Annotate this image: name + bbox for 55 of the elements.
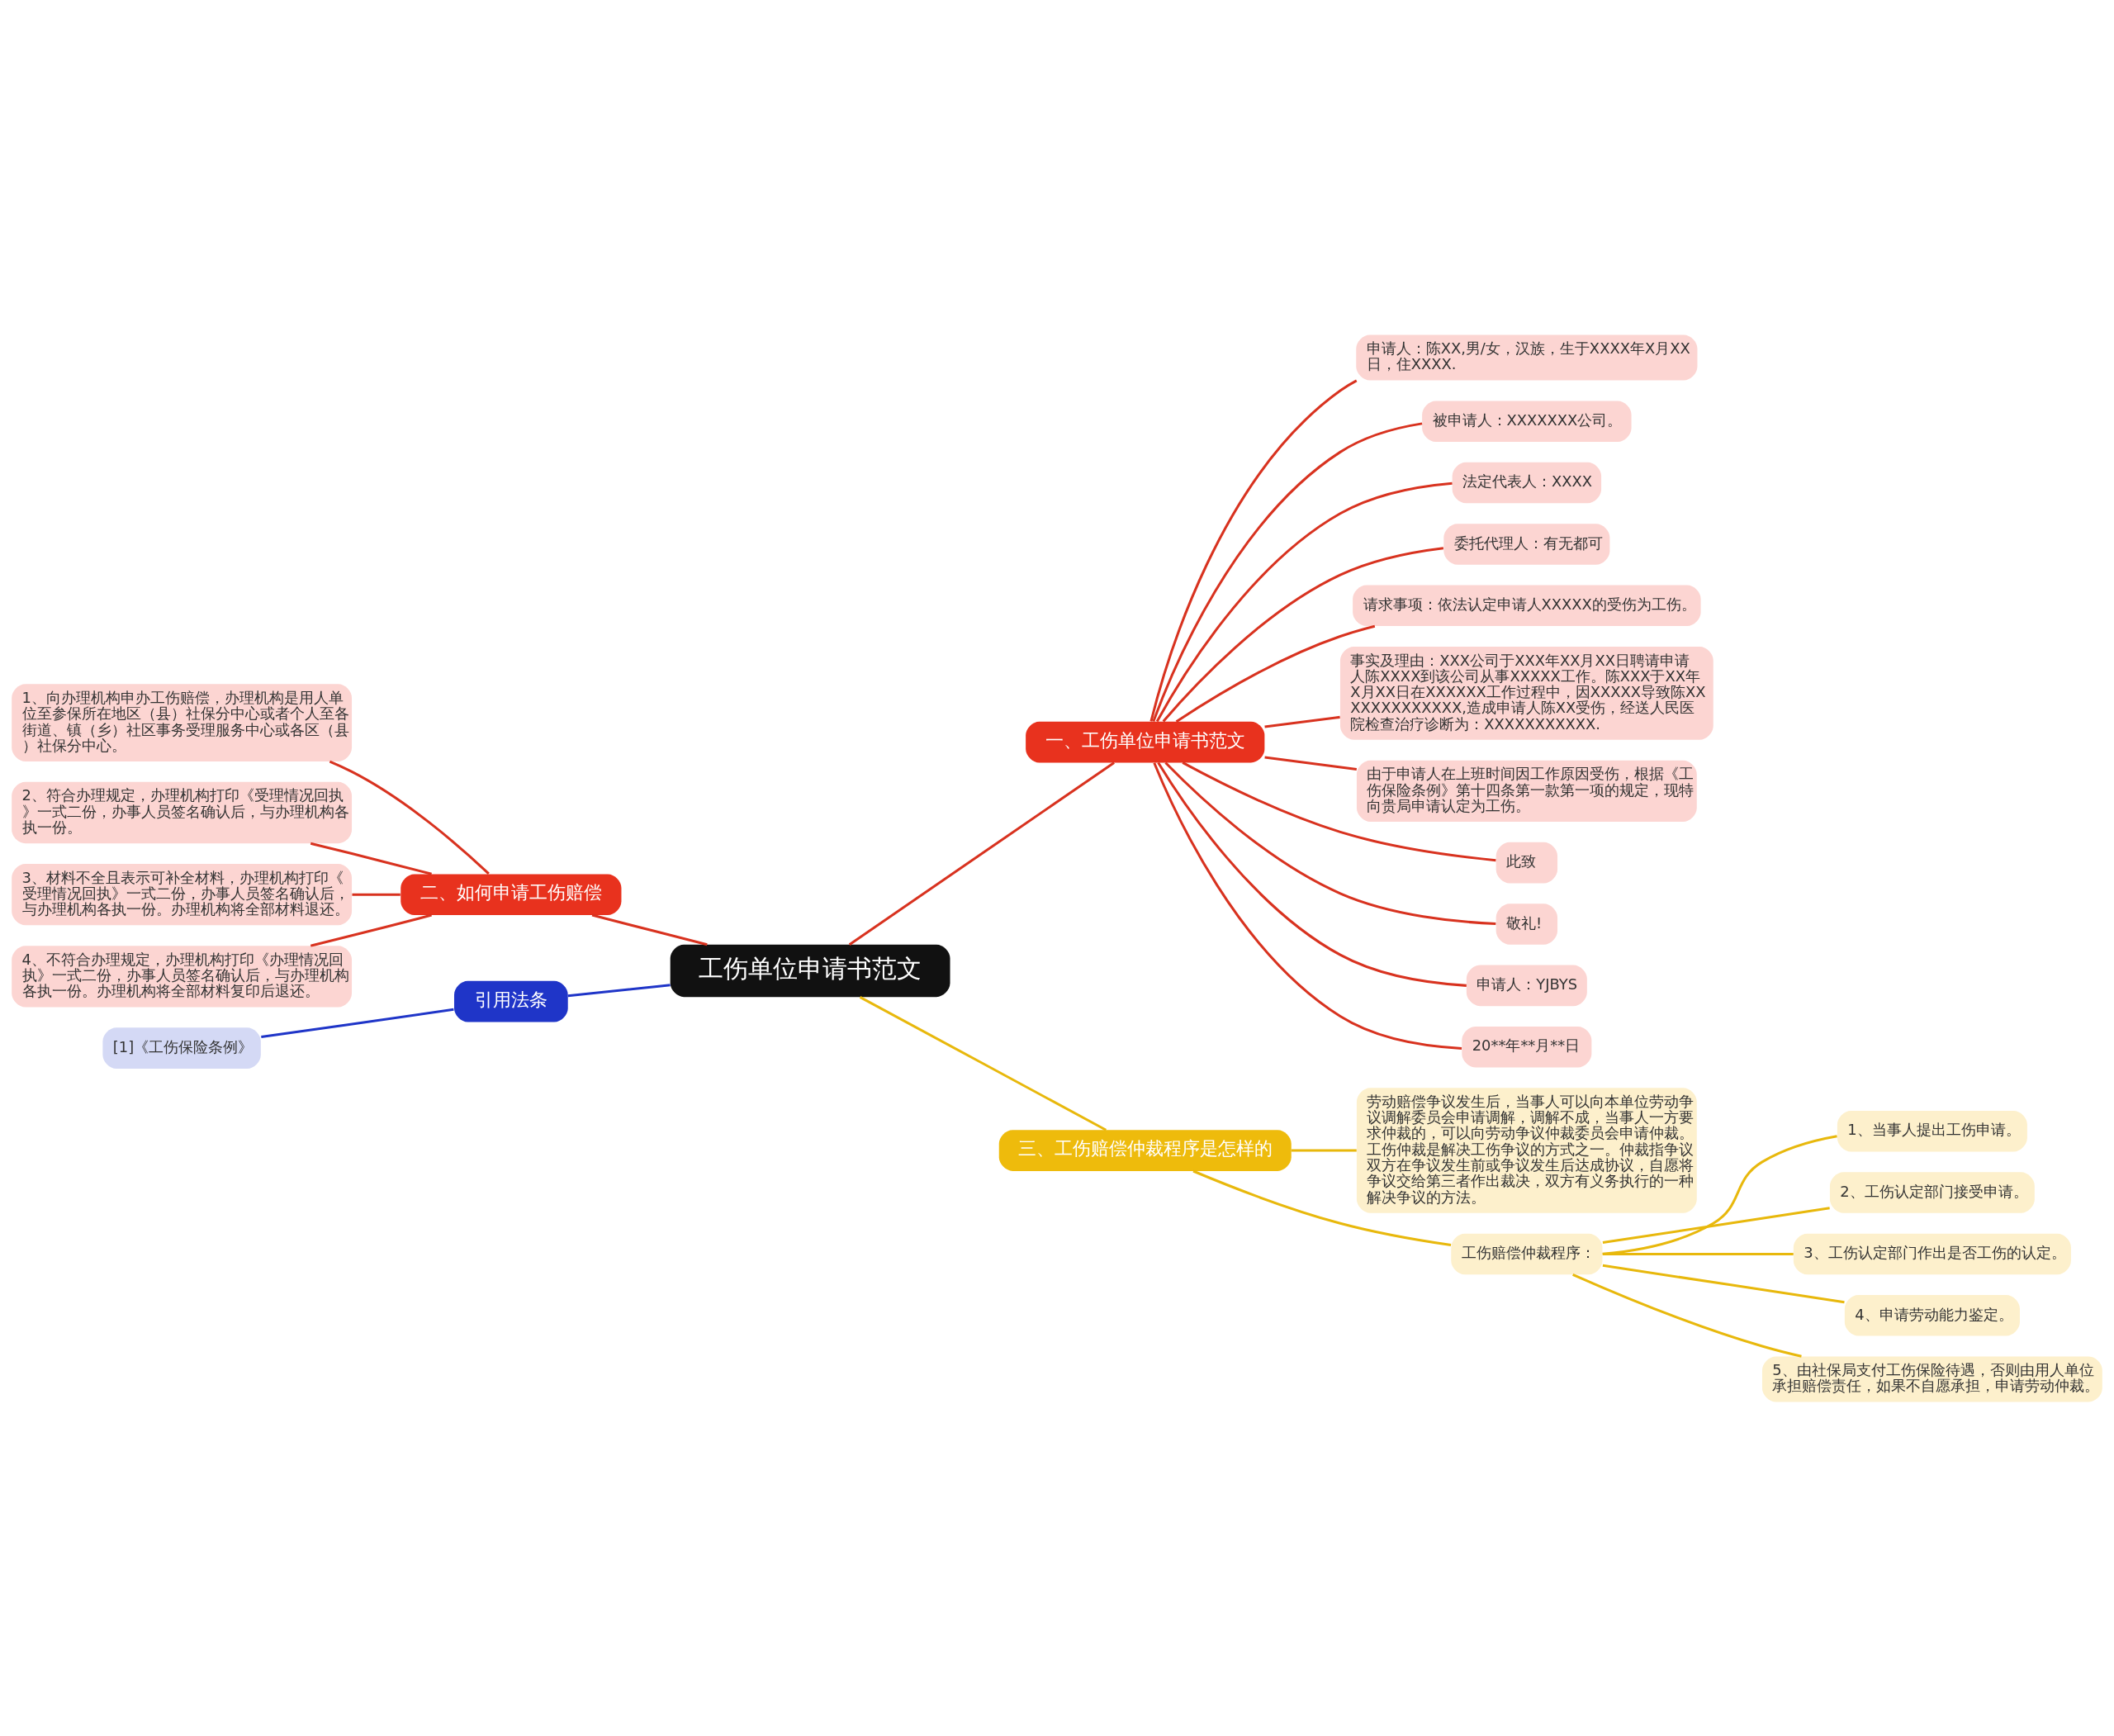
- connector: [310, 913, 432, 947]
- connector: [848, 761, 1115, 946]
- connector: [261, 1008, 454, 1038]
- connector: [1602, 1252, 1794, 1255]
- connector: [1264, 756, 1358, 771]
- connector: [1164, 761, 1496, 925]
- connector: [310, 842, 432, 875]
- node-box: 请求事项：依法认定申请人XXXXX的受伤为工伤。: [1353, 585, 1701, 626]
- connector: [329, 760, 490, 875]
- node-box: 4、不符合办理规定，办理机构打印《办理情况回执》一式二份，办事人员签名确认后，与办理机构各执一份。办理机构将全部材料复印后退还。: [12, 945, 353, 1008]
- node-box: 3、工伤认定部门作出是否工伤的认定。: [1793, 1233, 2071, 1274]
- node-box: 2、符合办理规定，办理机构打印《受理情况回执》一式二份，办事人员签名确认后，与办理机构各执一份。: [12, 781, 353, 843]
- connector: [1192, 1169, 1452, 1246]
- node-box: 委托代理人：有无都可: [1443, 523, 1610, 565]
- connector: [1153, 761, 1462, 1050]
- node-box: 引用法条: [454, 980, 568, 1022]
- node-box: 工伤赔偿仲裁程序：: [1451, 1233, 1603, 1274]
- connector: [1291, 1149, 1357, 1152]
- node-box: 事实及理由：XXX公司于XXX年XX月XX日聘请申请人陈XXXX到该公司从事XXXXX工作。陈XXX于XX年X月XX日在XXXXXX工作过程中，因XXXXX导致陈XXXXXXXXXXXXX,造成申请人陈XX受伤，经送人民医院检查治疗诊断为：XXXXXXXXXXX.: [1339, 646, 1713, 740]
- connector: [1182, 761, 1496, 861]
- connector: [591, 913, 708, 946]
- node-box: 敬礼!: [1495, 903, 1558, 945]
- node-box: 由于申请人在上班时间因工作原因受伤，根据《工伤保险条例》第十四条第一款第一项的规定，现特向贵局申请认定为工伤。: [1356, 760, 1697, 822]
- node-box: 此致: [1495, 842, 1558, 883]
- connector: [1602, 1264, 1845, 1303]
- connector: [1602, 1134, 1837, 1255]
- node-box: 申请人：YJBYS: [1466, 965, 1587, 1006]
- node-box: 20**年**月**日: [1462, 1026, 1592, 1068]
- node-box: 被申请人：XXXXXXX公司。: [1422, 400, 1632, 442]
- node-box: 4、申请劳动能力鉴定。: [1844, 1294, 2020, 1336]
- connector: [1572, 1273, 1802, 1358]
- node-box: 一、工伤单位申请书范文: [1026, 721, 1265, 762]
- node-box: 二、如何申请工伤赔偿: [401, 873, 622, 915]
- connector: [1602, 1206, 1830, 1244]
- node-box: 1、当事人提出工伤申请。: [1837, 1110, 2027, 1151]
- node-box: 5、由社保局支付工伤保险待遇，否则由用人单位承担赔偿责任，如果不自愿承担，申请劳动仲裁。: [1761, 1355, 2102, 1402]
- node-box: 三、工伤赔偿仲裁程序是怎样的: [998, 1129, 1292, 1171]
- node-box: 2、工伤认定部门接受申请。: [1829, 1171, 2035, 1213]
- connector: [1162, 546, 1444, 722]
- node-box: 1、向办理机构申办工伤赔偿，办理机构是用人单位至参保所在地区（县）社保分中心或者个人至各街道、镇（乡）社区事务受理服务中心或各区（县）社保分中心。: [12, 683, 353, 761]
- node-box: 劳动赔偿争议发生后，当事人可以向本单位劳动争议调解委员会申请调解，调解不成，当事人一方要求仲裁的，可以向劳动争议仲裁委员会申请仲裁。工伤仲裁是解决工伤争议的方式之一。仲裁指争议双方在争议发生前或争议发生后达成协议，自愿将争议交给第三者作出裁决，双方有义务执行的一种解决争议的方法。: [1356, 1087, 1697, 1213]
- connector: [1155, 481, 1453, 722]
- node-box: 3、材料不全且表示可补全材料，办理机构打印《受理情况回执》一式二份，办事人员签名确认后，与办理机构各执一份。办理机构将全部材料退还。: [12, 863, 353, 925]
- connector: [352, 893, 401, 896]
- node-box: 申请人：陈XX,男/女，汉族，生于XXXX年X月XX日，住XXXX.: [1356, 334, 1698, 381]
- connector: [859, 995, 1107, 1131]
- node-box: 工伤单位申请书范文: [670, 944, 950, 997]
- connector: [1152, 421, 1423, 722]
- connector: [1149, 379, 1358, 722]
- node-box: 法定代表人：XXXX: [1452, 462, 1602, 503]
- node-box: [1]《工伤保险条例》: [102, 1027, 261, 1069]
- connector: [1264, 715, 1340, 728]
- connector: [1157, 761, 1467, 987]
- connector: [567, 983, 671, 997]
- connector: [1175, 624, 1376, 723]
